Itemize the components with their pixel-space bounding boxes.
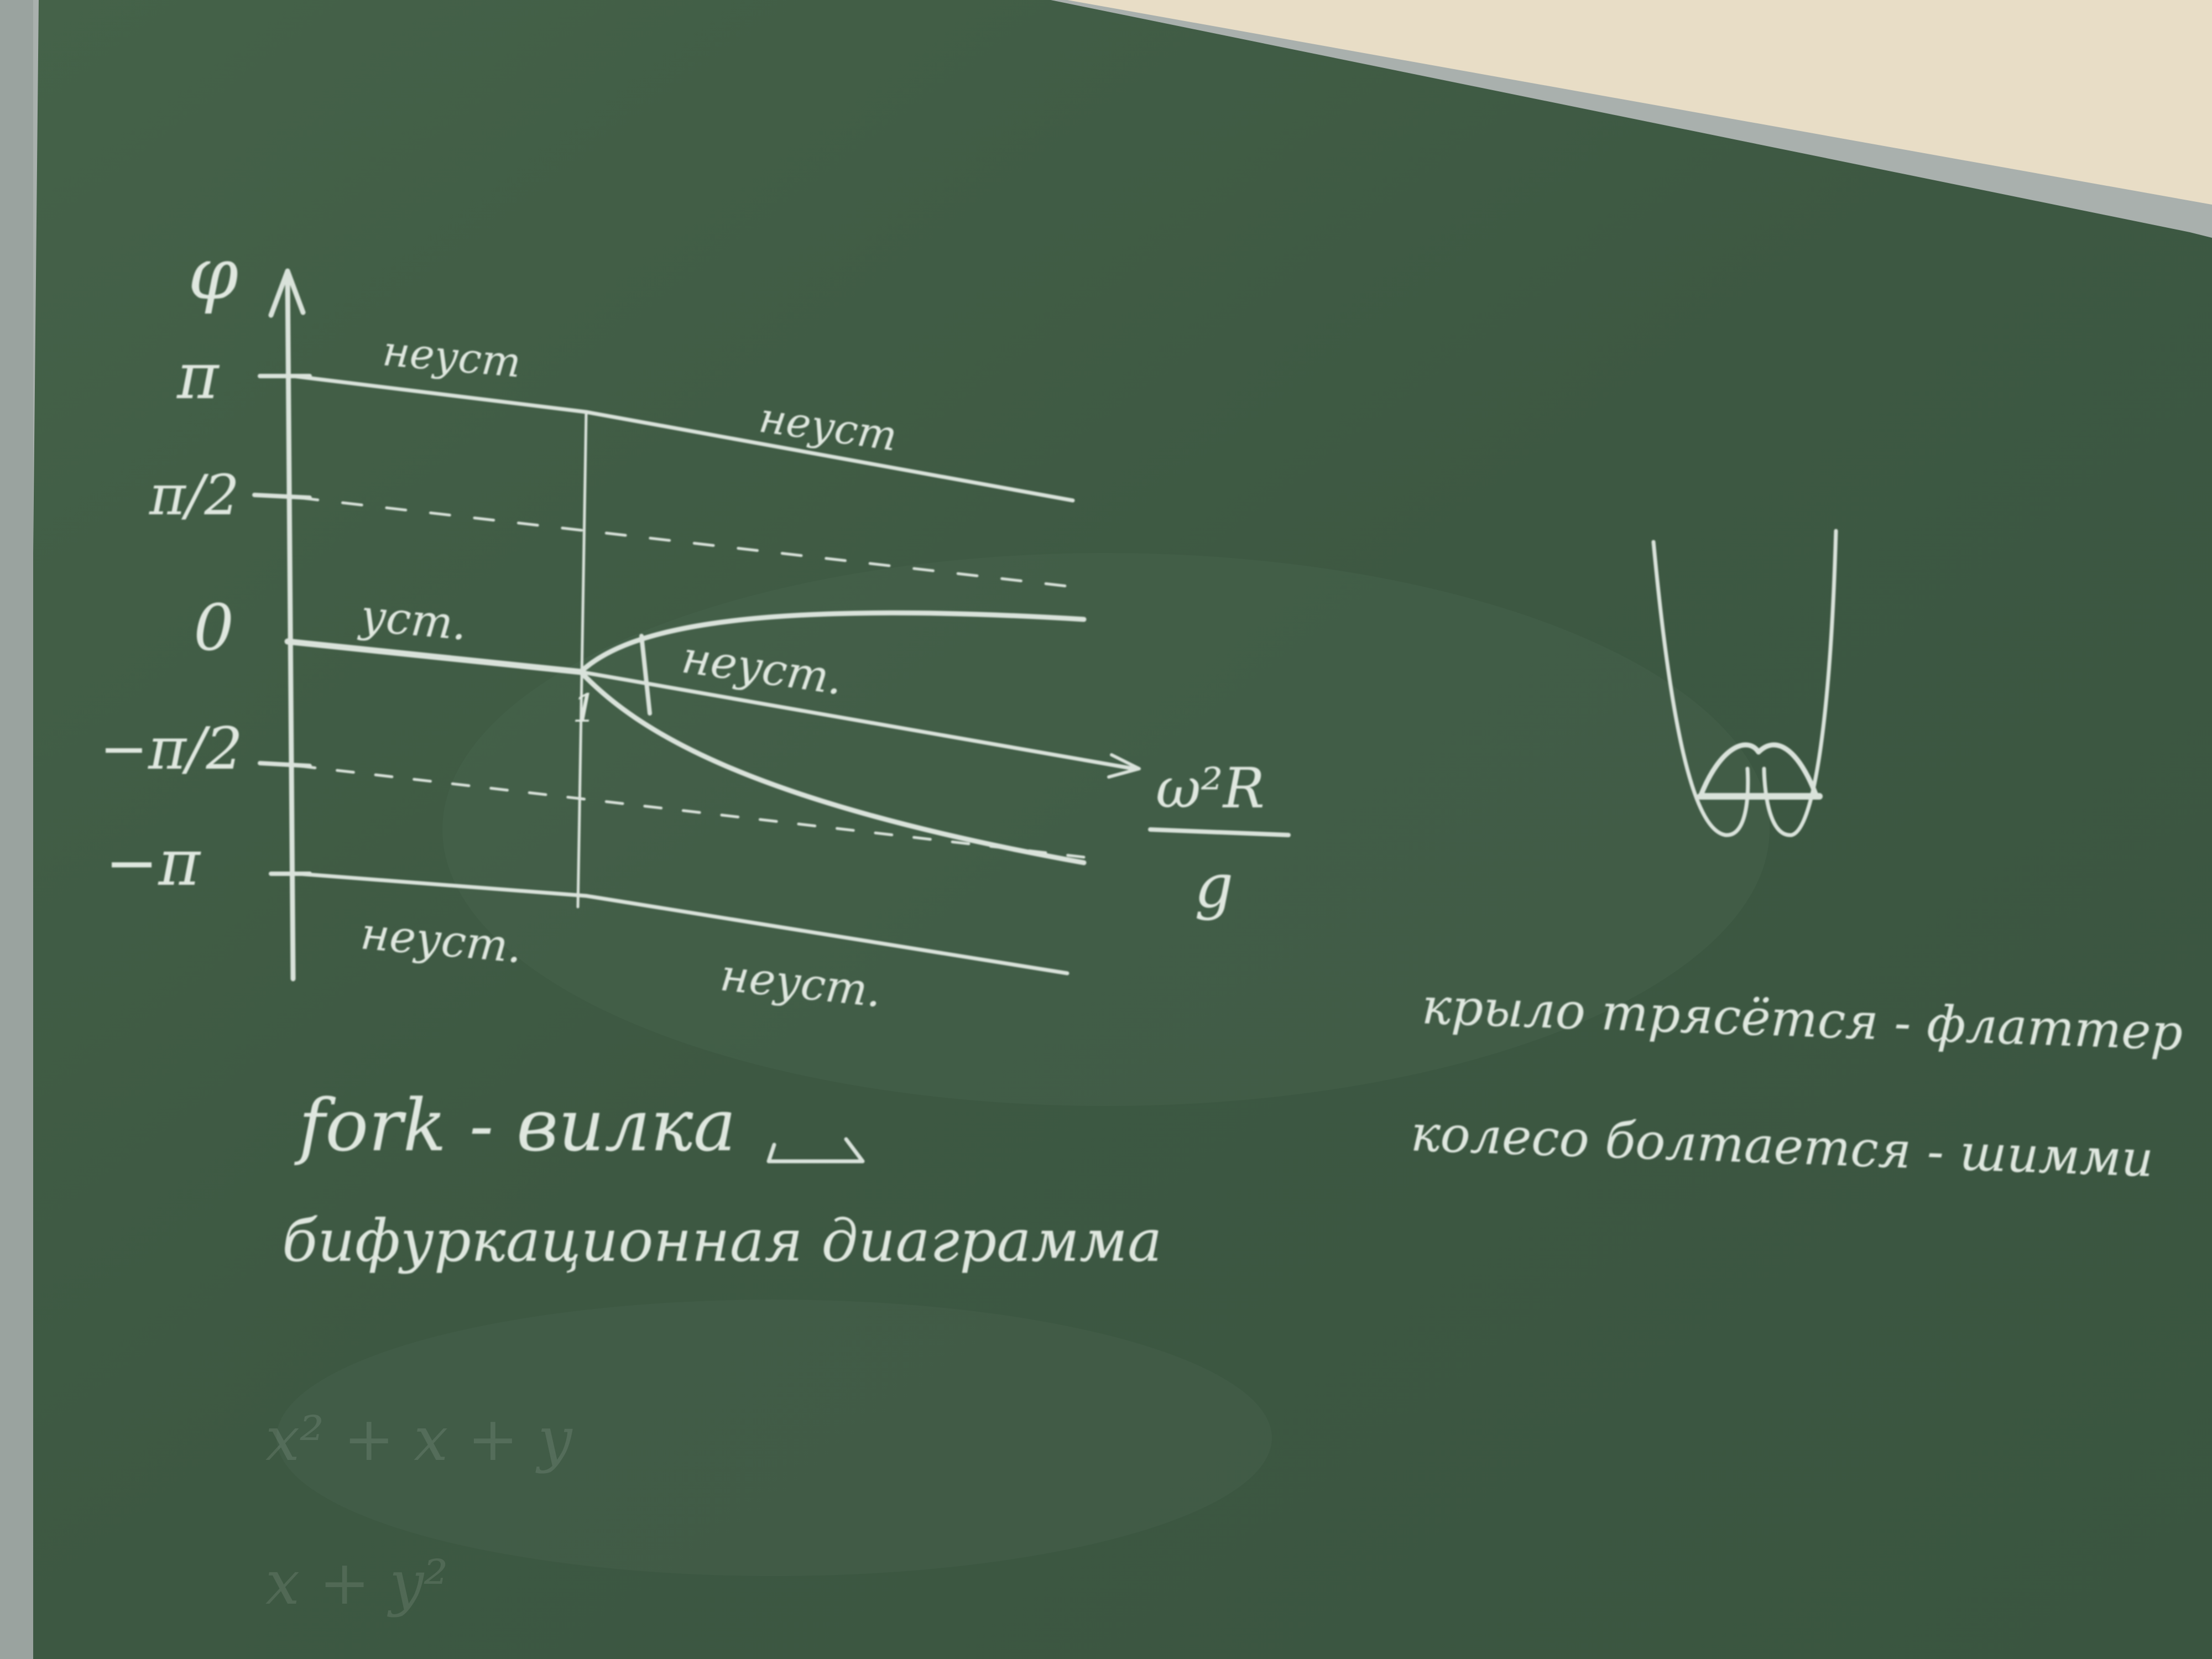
note-bifurcation: бифуркационная диаграмма: [282, 1207, 1162, 1275]
note-fork: fork - вилка: [294, 1083, 736, 1167]
tick-label-neg-pi: −π: [105, 826, 201, 900]
tick-label-neg-pi-half: −π/2: [100, 715, 243, 782]
x-label-fraction-bar: [1148, 827, 1291, 837]
erased-trace: x + y²: [265, 1547, 448, 1618]
tick-label-pi: π: [176, 340, 220, 414]
critical-vertical-line: [576, 410, 588, 909]
y-axis: [285, 274, 296, 982]
board-surface: [22, 0, 2212, 1659]
critical-mark-label: 1: [572, 686, 597, 731]
note-fork-underline: [766, 1137, 865, 1164]
branch-arrow-mark: [639, 634, 652, 716]
x-label-denominator: g: [1194, 851, 1233, 921]
branch-unstable-zero: [578, 670, 1136, 771]
tick-label-zero: 0: [194, 591, 234, 665]
erased-smudge: [276, 1300, 1272, 1576]
potential-well-sketch: [1651, 529, 1838, 837]
bifurcation-diagram: φ π π/2 0 −π/2 −π 1 неуст неуст уст. неу…: [100, 232, 1291, 1017]
board-left-edge: [0, 0, 33, 1659]
line-phi-neg-pi-half-dashed: [297, 764, 1086, 859]
erased-trace: x² + x + y: [265, 1404, 573, 1474]
well-double-hump: [1698, 742, 1819, 799]
erased-traces: x² + x + y x + y²: [265, 1404, 573, 1618]
y-axis-arrow: [268, 268, 306, 318]
y-axis-label: φ: [188, 232, 238, 316]
tick-label-pi-half: π/2: [149, 463, 239, 528]
branch-upper: [578, 610, 1087, 675]
x-label-numerator: ω²R: [1156, 756, 1265, 821]
branch-lower: [578, 669, 1087, 865]
branch-stable-zero: [284, 638, 584, 675]
erased-smudge: [442, 553, 1770, 1106]
x-axis-arrow: [1107, 753, 1141, 779]
line-phi-neg-pi: [296, 872, 1070, 975]
label-top-left: неуст: [380, 326, 523, 387]
label-middle-left: уст.: [357, 589, 469, 650]
